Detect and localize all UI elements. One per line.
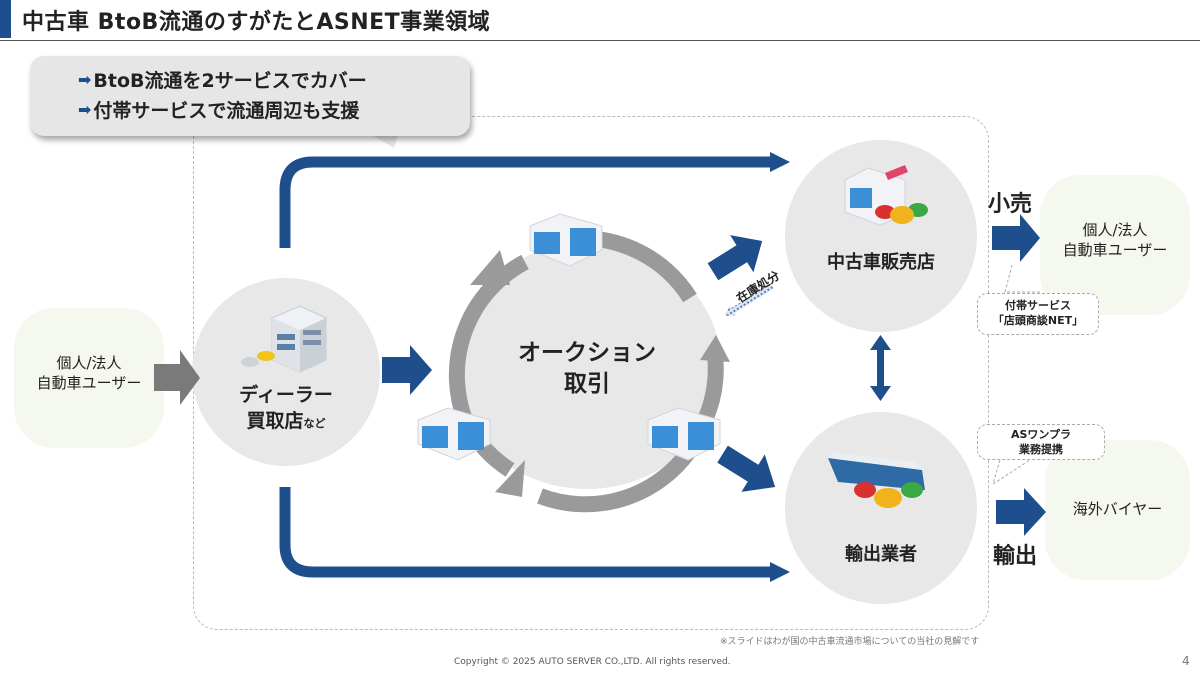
disclaimer: ※スライドはわが国の中古車流通市場についての当社の見解です [720, 637, 980, 647]
cycle-arc-bottom [537, 445, 697, 513]
dealer-to-exporter-route [279, 487, 775, 578]
left-user-line1: 個人/法人 [56, 354, 122, 372]
cycle-arc-left [448, 254, 529, 423]
export-arrow [996, 488, 1046, 536]
overseas-buyer-label: 海外バイヤー [1072, 500, 1163, 518]
right-user-line1: 個人/法人 [1082, 221, 1148, 239]
dealer-to-used-car-route [279, 156, 775, 248]
store-service-note: 付帯サービス 「店頭商談NET」 [977, 293, 1099, 335]
used-car-dealer-label: 中古車販売店 [827, 252, 935, 273]
page-number: 4 [1182, 654, 1190, 668]
store-service-line2: 「店頭商談NET」 [992, 313, 1084, 327]
ship-cars-icon [828, 452, 925, 508]
left-user-line2: 自動車ユーザー [36, 373, 142, 392]
export-label: 輸出 [993, 544, 1038, 569]
title-bar: 中古車 BtoB流通のすがたとASNET事業領域 [0, 0, 1200, 41]
route-bottom-arrowhead [770, 562, 790, 582]
callout-text-2: 付帯サービスで流通周辺も支援 [93, 100, 360, 122]
callout-line-1: ➡ BtoB流通を2サービスでカバー [78, 66, 367, 93]
asonepla-line1: ASワンプラ [1010, 428, 1072, 441]
cycle-arrowhead-right [700, 335, 730, 362]
dealer-building-icon [241, 305, 327, 373]
dealer-line2: 買取店 [246, 409, 304, 432]
asonepla-note: ASワンプラ 業務提携 [977, 424, 1105, 460]
auction-building-icon [417, 213, 721, 461]
auction-to-used-car-arrow [707, 235, 763, 281]
dealer-exporter-double-arrow [870, 335, 891, 401]
left-user-node: 個人/法人 自動車ユーザー [14, 308, 164, 448]
page-title: 中古車 BtoB流通のすがたとASNET事業領域 [22, 10, 491, 35]
dealer-line1: ディーラー [239, 384, 333, 406]
exporter-label: 輸出業者 [845, 544, 917, 565]
route-top-arrowhead [770, 152, 790, 172]
exporter-node: 輸出業者 [785, 412, 977, 604]
auction-line2: 取引 [564, 371, 610, 398]
store-service-line1: 付帯サービス [1005, 299, 1071, 312]
retail-arrow [992, 214, 1040, 262]
overseas-buyer-node: 海外バイヤー [1045, 440, 1190, 580]
right-arrow-icon: ➡ [78, 100, 92, 119]
auction-line1: オークション [518, 340, 656, 366]
inventory-disposal-arrow [724, 283, 774, 316]
auction-cycle [448, 230, 730, 513]
store-service-note-tail [1004, 264, 1040, 293]
retail-label: 小売 [988, 192, 1033, 217]
right-user-line2: 自動車ユーザー [1062, 240, 1168, 259]
right-arrow-icon: ➡ [78, 70, 92, 89]
auction-to-exporter-arrow [717, 445, 776, 492]
car-dealership-icon [844, 165, 928, 226]
callout-text-1: BtoB流通を2サービスでカバー [93, 70, 367, 92]
user-to-dealer-arrow [154, 350, 200, 405]
right-user-node: 個人/法人 自動車ユーザー [1040, 175, 1190, 315]
cycle-arrowhead-bottom [495, 460, 525, 497]
cycle-arc-right [697, 354, 724, 424]
dealer-to-auction-arrow [382, 345, 432, 395]
summary-callout: ➡ BtoB流通を2サービスでカバー ➡ 付帯サービスで流通周辺も支援 [30, 56, 470, 136]
title-accent-bar [0, 0, 11, 38]
dealer-node: ディーラー 買取店など [192, 278, 380, 466]
asonepla-line2: 業務提携 [1019, 442, 1063, 456]
copyright: Copyright © 2025 AUTO SERVER CO.,LTD. Al… [454, 657, 731, 667]
asonepla-note-tail [992, 459, 1031, 486]
callout-line-2: ➡ 付帯サービスで流通周辺も支援 [78, 96, 359, 123]
dealer-suffix: など [303, 416, 326, 430]
